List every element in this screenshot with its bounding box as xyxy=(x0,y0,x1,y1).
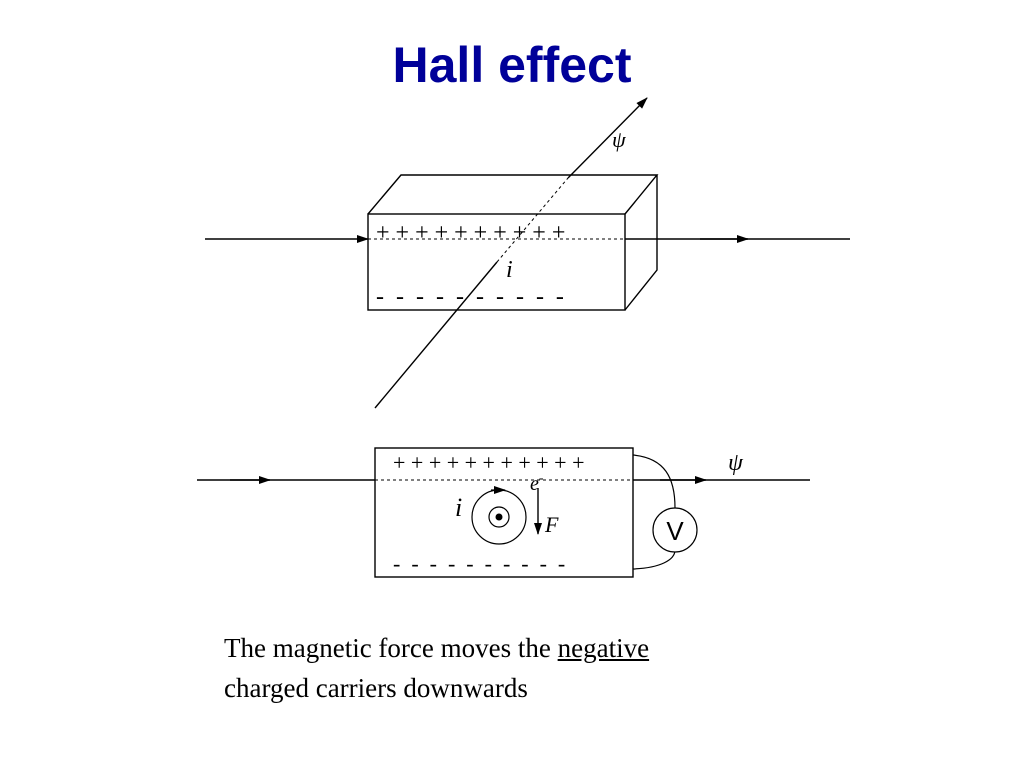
voltmeter-wire-bottom xyxy=(632,549,676,570)
caption-text-before: The magnetic force moves the xyxy=(224,633,558,663)
voltmeter-wire-top xyxy=(632,454,676,509)
carrier-charge-sign: - xyxy=(539,471,544,486)
field-dot-icon xyxy=(495,513,503,521)
slide-title: Hall effect xyxy=(392,37,632,93)
carrier-label: e- xyxy=(530,471,544,495)
top-field-label: ψ xyxy=(612,127,626,152)
caption: The magnetic force moves the negative ch… xyxy=(224,628,844,708)
top-block xyxy=(367,174,659,311)
top-block-top-face xyxy=(367,174,659,215)
voltmeter-icon xyxy=(652,507,698,553)
top-diagram: ψ i + + + + + + + + + + - - - - - - - - … xyxy=(205,97,850,409)
top-minus-charges: - - - - - - - - - - xyxy=(376,284,564,310)
top-current-label: i xyxy=(506,257,513,283)
bottom-plus-charges: + + + + + + + + + + + xyxy=(393,450,584,475)
field-out-of-page-icon xyxy=(488,506,510,528)
force-label: F xyxy=(544,512,559,537)
bottom-diagram: ψ i e- F V + + + + + + + + + + + - - - -… xyxy=(197,447,810,578)
bottom-field-label: ψ xyxy=(728,450,744,476)
bottom-block xyxy=(374,447,634,578)
top-plus-charges: + + + + + + + + + + xyxy=(376,220,565,246)
field-circle-icon xyxy=(471,489,527,545)
caption-text-after: charged carriers downwards xyxy=(224,673,528,703)
bottom-current-label: i xyxy=(455,493,462,522)
top-field-arrow-upper xyxy=(567,97,648,179)
caption-emphasis: negative xyxy=(557,633,650,663)
top-field-line-dashed xyxy=(496,177,569,263)
bottom-minus-charges: - - - - - - - - - - xyxy=(393,551,565,576)
top-block-front-face xyxy=(367,213,626,311)
top-block-side-face xyxy=(624,175,658,311)
top-field-line-lower xyxy=(374,261,498,409)
carrier-symbol: e xyxy=(530,473,539,495)
voltmeter-label: V xyxy=(666,516,684,546)
